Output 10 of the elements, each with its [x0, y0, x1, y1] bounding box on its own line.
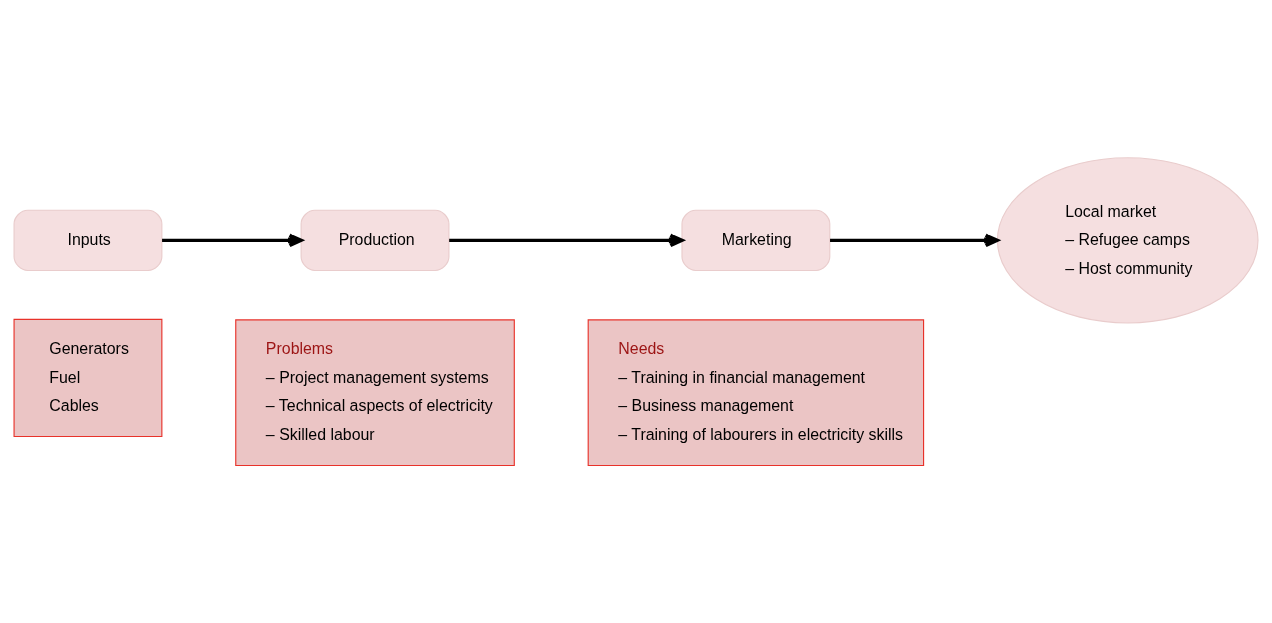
node-ellipse: Local market – Refugee camps – Host community	[996, 157, 1259, 324]
arrow	[449, 233, 684, 248]
node-box: Inputs	[13, 209, 163, 272]
node-box: Needs – Training in financial management – Business management – Training of labourers in electricity skills	[587, 319, 925, 466]
node-box: Generators Fuel Cables	[13, 318, 163, 438]
arrow	[830, 233, 999, 248]
node-box: Marketing	[681, 209, 831, 272]
node-box: Problems – Project management systems – Technical aspects of electricity – Skilled labour	[235, 319, 515, 466]
arrow	[162, 233, 303, 248]
node-box: Production	[300, 209, 450, 272]
